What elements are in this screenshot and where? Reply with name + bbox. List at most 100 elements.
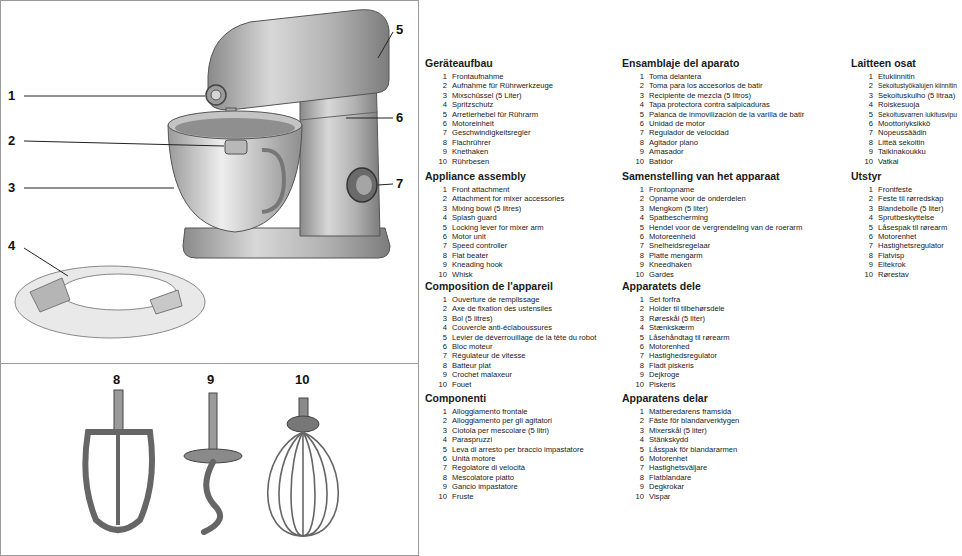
- part-name: Motor unit: [452, 232, 486, 241]
- section-heading: Utstyr: [851, 170, 881, 182]
- item-number: 2: [433, 304, 447, 313]
- part-name: Mixschüssel (5 Liter): [452, 91, 522, 100]
- item-number: 5: [630, 223, 644, 232]
- item-number: 3: [630, 91, 644, 100]
- part-name: Tapa protectora contra salpicaduras: [649, 100, 770, 109]
- item-number: 10: [859, 270, 873, 279]
- part-name: Moottoriyksikkö: [878, 119, 930, 128]
- part-name: Unidad de motor: [649, 119, 705, 128]
- callout-number: 3: [8, 180, 15, 195]
- part-name: Attachment for mixer accessories: [452, 194, 564, 203]
- section-heading: Apparatens delar: [622, 392, 708, 404]
- part-name: Splash guard: [452, 213, 497, 222]
- part-name: Alloggiamento frontale: [452, 407, 528, 416]
- section-heading: Geräteaufbau: [425, 57, 493, 69]
- item-number: 8: [630, 251, 644, 260]
- part-name: Mengkom (5 liter): [649, 204, 708, 213]
- item-number: 9: [630, 370, 644, 379]
- item-number: 8: [433, 251, 447, 260]
- item-number: 5: [433, 110, 447, 119]
- part-name: Holder til tilbehørsdele: [649, 304, 725, 313]
- item-number: 10: [630, 380, 644, 389]
- part-name: Régulateur de vitesse: [452, 351, 525, 360]
- item-number: 10: [433, 157, 447, 166]
- item-number: 8: [630, 138, 644, 147]
- item-number: 7: [433, 128, 447, 137]
- item-number: 3: [630, 204, 644, 213]
- part-name: Fäste för blandarverktygen: [649, 416, 739, 425]
- item-number: 6: [630, 232, 644, 241]
- item-number: 3: [433, 314, 447, 323]
- part-name: Flachrührer: [452, 138, 491, 147]
- part-name: Alloggiamento per gli agitatori: [452, 416, 552, 425]
- section-heading: Appliance assembly: [425, 170, 526, 182]
- part-name: Opname voor de onderdelen: [649, 194, 746, 203]
- part-name: Hendel voor de vergrendeling van de roer…: [649, 223, 802, 232]
- callout-number: 9: [207, 372, 214, 387]
- item-number: 2: [859, 194, 873, 203]
- item-number: 4: [433, 435, 447, 444]
- item-number: 1: [859, 185, 873, 194]
- part-name: Bol (5 litres): [452, 314, 493, 323]
- part-name: Spatbescherming: [649, 213, 708, 222]
- item-number: 8: [630, 473, 644, 482]
- part-name: Nopeussäädin: [878, 128, 927, 137]
- part-name: Stænkskærm: [649, 323, 694, 332]
- item-number: 10: [630, 157, 644, 166]
- item-number: 4: [630, 323, 644, 332]
- section-heading: Apparatets dele: [622, 280, 701, 292]
- part-name: Bloc moteur: [452, 342, 493, 351]
- part-name: Set forfra: [649, 295, 680, 304]
- item-number: 9: [630, 147, 644, 156]
- item-number: 1: [433, 185, 447, 194]
- item-number: 1: [433, 295, 447, 304]
- part-name: Palanca de inmovilización de la varilla …: [649, 110, 804, 119]
- part-name: Motorenhet: [649, 454, 687, 463]
- item-number: 1: [433, 407, 447, 416]
- item-number: 2: [433, 194, 447, 203]
- part-name: Fruste: [452, 492, 474, 501]
- part-name: Sprutbeskyttelse: [878, 213, 934, 222]
- part-name: Matberedarens framsida: [649, 407, 731, 416]
- item-number: 5: [630, 110, 644, 119]
- part-name: Leva di arresto per braccio impastatore: [452, 445, 584, 454]
- part-name: Frontaufnahme: [452, 72, 504, 81]
- item-number: 7: [433, 463, 447, 472]
- item-number: 9: [859, 260, 873, 269]
- item-number: 5: [859, 110, 873, 119]
- part-name: Toma delantera: [649, 72, 701, 81]
- item-number: 6: [433, 342, 447, 351]
- item-number: 4: [859, 100, 873, 109]
- part-name: Kneedhaken: [649, 260, 692, 269]
- part-name: Vispar: [649, 492, 670, 501]
- part-name: Roiskesuoja: [878, 100, 919, 109]
- part-name: Fladt piskeris: [649, 361, 694, 370]
- callout-number: 2: [8, 133, 15, 148]
- item-number: 6: [433, 119, 447, 128]
- item-number: 2: [433, 416, 447, 425]
- part-name: Stänkskydd: [649, 435, 688, 444]
- item-number: 2: [630, 81, 644, 90]
- item-number: 5: [433, 223, 447, 232]
- part-name: Amasador: [649, 147, 684, 156]
- item-number: 2: [630, 416, 644, 425]
- item-number: 9: [433, 260, 447, 269]
- item-number: 6: [630, 342, 644, 351]
- callout-number: 1: [8, 88, 15, 103]
- item-number: 4: [630, 435, 644, 444]
- item-number: 2: [433, 81, 447, 90]
- part-name: Regulador de velocidad: [649, 128, 729, 137]
- part-name: Couvercle anti-éclaboussures: [452, 323, 552, 332]
- part-name: Locking lever for mixer arm: [452, 223, 544, 232]
- part-name: Dejkroge: [649, 370, 679, 379]
- part-name: Sekoitustyökalujen kiinnitin: [878, 81, 957, 90]
- item-number: 10: [630, 270, 644, 279]
- part-name: Knethaken: [452, 147, 488, 156]
- part-name: Fouet: [452, 380, 471, 389]
- item-number: 2: [859, 81, 873, 90]
- part-name: Front attachment: [452, 185, 509, 194]
- part-name: Toma para los accesorios de batir: [649, 81, 763, 90]
- item-number: 1: [433, 72, 447, 81]
- item-number: 6: [630, 454, 644, 463]
- part-name: Mixing bowl (5 litres): [452, 204, 521, 213]
